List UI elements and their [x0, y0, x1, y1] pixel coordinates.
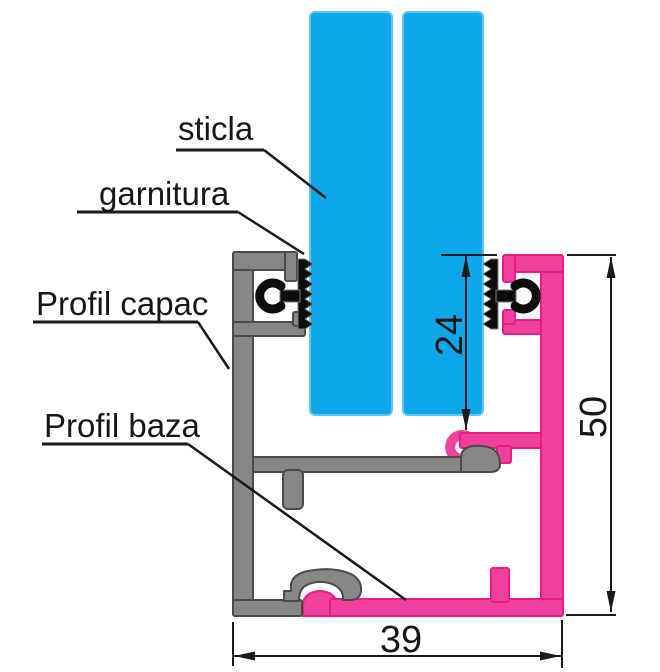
dimension-24-arrow-down [461, 409, 471, 430]
callout-sticla: sticla [176, 110, 327, 199]
dimension-39-text: 39 [380, 619, 422, 661]
label-cap-profile-leader [196, 321, 231, 370]
cap-profile-bottom-arch [283, 568, 363, 602]
gasket-right-serrated-strip [482, 258, 499, 330]
glass-pane-left [309, 11, 393, 416]
callout-profil-capac: Profil capac [33, 285, 231, 370]
label-gasket-leader [237, 210, 305, 256]
gasket-right-bulb [510, 278, 541, 314]
label-glass: sticla [178, 110, 254, 147]
cap-profile [232, 251, 501, 617]
dimension-24: 24 [429, 254, 497, 430]
label-glass-leader [263, 149, 327, 199]
cap-profile-left-wall [232, 251, 254, 617]
dimension-50-text: 50 [573, 396, 615, 438]
callout-garnitura: garnitura [77, 175, 305, 256]
gasket-left-serrated-strip [297, 258, 314, 330]
dimension-39-arrow-left [234, 651, 255, 661]
dimension-39-arrow-right [540, 651, 561, 661]
dimension-24-arrow-up [461, 256, 471, 277]
label-cap-profile: Profil capac [36, 285, 208, 322]
cap-profile-shelf-hook [460, 444, 501, 473]
gasket-left-bulb [255, 278, 286, 314]
base-profile-right-wall [540, 254, 564, 617]
gasket-left-stem [279, 289, 301, 303]
dimension-39: 39 [232, 619, 563, 668]
gasket-right [482, 258, 541, 330]
glass-pane-right [402, 11, 484, 416]
label-base-profile: Profil baza [44, 407, 201, 444]
glass-unit [309, 11, 484, 416]
label-base-profile-leader [187, 442, 407, 602]
base-profile-bottom-wall [329, 598, 564, 617]
gasket-left [255, 258, 314, 330]
dimension-50-arrow-up [606, 257, 616, 278]
label-gasket: garnitura [99, 175, 230, 212]
callout-profil-baza: Profil baza [42, 407, 407, 602]
dimension-50-arrow-down [606, 591, 616, 612]
base-profile-clip-up-tab [502, 309, 516, 325]
base-profile-clip-top-tab [502, 254, 516, 283]
gasket-right-stem [495, 289, 517, 303]
cap-profile-bottom-wall [232, 599, 303, 617]
dimension-24-text: 24 [429, 314, 471, 356]
cap-profile-shelf-down-tab [282, 469, 304, 510]
base-profile-bottom-up-tab [490, 567, 510, 603]
dimension-50: 50 [566, 254, 616, 616]
cap-profile-clip-top-tab [284, 251, 298, 282]
